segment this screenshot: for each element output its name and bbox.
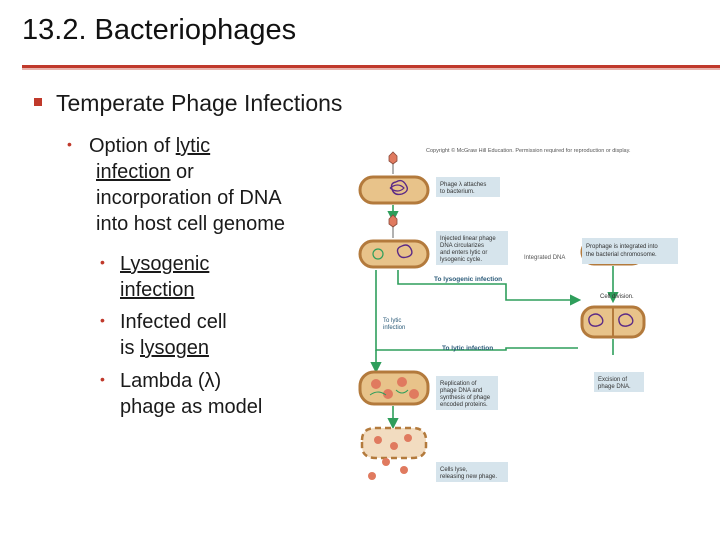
square-bullet-icon (34, 98, 42, 106)
option-line4: into host cell genome (96, 213, 286, 235)
cell-inject (358, 214, 430, 269)
cell-attach (358, 151, 430, 205)
bullet-lambda: • Lambda (λ) phage as model (100, 366, 262, 420)
option-line2b: or (170, 161, 194, 183)
replication-l2: phage DNA and (440, 388, 482, 394)
prophage-l1: Prophage is integrated into (586, 244, 658, 250)
attach-l1: Phage λ attaches (440, 182, 486, 188)
title-rule-shadow (22, 68, 720, 70)
to-lytic-side-l2: infection (383, 325, 405, 331)
bullet-option: • Option of lytic infection or incorporat… (67, 131, 285, 237)
inject-l4: lysogenic cycle. (440, 257, 482, 263)
arrow-to-lysogenic (397, 270, 582, 306)
prophage-label-overlay: Prophage is integrated into the bacteria… (582, 238, 678, 264)
inject-l1: Injected linear phage (440, 236, 496, 242)
infected-line2a: is (120, 337, 140, 359)
infection-term: infection (96, 161, 171, 183)
dot-bullet-icon: • (100, 371, 105, 387)
inject-l2: DNA circularizes (440, 243, 484, 249)
replication-l4: encoded proteins. (440, 402, 488, 408)
cell-division-label: Cell division. (600, 294, 634, 300)
excision-l1: Excision of (598, 377, 627, 383)
dot-bullet-icon: • (100, 312, 105, 328)
infected-line1: Infected cell (120, 311, 227, 333)
bullet-infected: • Infected cell is lysogen (100, 307, 227, 361)
option-line1a: Option of (89, 135, 176, 157)
lambda-line1: Lambda (λ) (120, 370, 222, 392)
bullet-lysogenic: • Lysogenic infection (100, 249, 209, 303)
label-replication: Replication of phage DNA and synthesis o… (436, 376, 498, 410)
to-lysogenic-label: To lysogenic infection (434, 276, 502, 283)
dot-bullet-icon: • (100, 254, 105, 270)
inject-l3: and enters lytic or (440, 250, 487, 256)
label-lyse: Cells lyse, releasing new phage. (436, 462, 508, 482)
replication-l1: Replication of (440, 381, 477, 387)
title-rule (22, 65, 720, 68)
lysogenic-term: Lysogenic (120, 253, 210, 275)
to-lytic-side-l1: To lytic (383, 318, 401, 324)
arrow-lytic-branch (375, 270, 578, 351)
lysogenic-infection-term: infection (120, 279, 195, 301)
label-inject: Injected linear phage DNA circularizes a… (436, 231, 508, 265)
excision-l2: phage DNA. (598, 384, 631, 390)
attach-l2: to bacterium. (440, 189, 475, 195)
cell-dividing (580, 305, 646, 339)
bullet-temperate: Temperate Phage Infections (34, 90, 342, 117)
label-excision: Excision of phage DNA. (594, 372, 644, 392)
lysogen-term: lysogen (140, 337, 209, 359)
option-line3: incorporation of DNA (96, 187, 282, 209)
copyright-notice: Copyright © McGraw Hill Education. Permi… (426, 147, 631, 154)
replication-l3: synthesis of phage (440, 395, 491, 401)
prophage-l2: the bacterial chromosome. (586, 252, 657, 258)
dot-bullet-icon: • (67, 136, 72, 152)
lambda-line2: phage as model (120, 396, 263, 418)
label-attach: Phage λ attaches to bacterium. (436, 177, 500, 197)
slide-title: 13.2. Bacteriophages (22, 14, 297, 46)
cell-lysing (360, 426, 428, 480)
lyse-l1: Cells lyse, (440, 467, 468, 473)
lyse-l2: releasing new phage. (440, 474, 497, 480)
bullet-temperate-text: Temperate Phage Infections (56, 90, 343, 116)
integrated-dna-label: Integrated DNA (524, 255, 565, 261)
to-lytic-label: To lytic infection (442, 345, 493, 352)
cell-replication (358, 370, 430, 406)
lambda-life-cycle-diagram: Copyright © McGraw Hill Education. Permi… (358, 147, 646, 482)
lytic-term: lytic (175, 135, 211, 157)
